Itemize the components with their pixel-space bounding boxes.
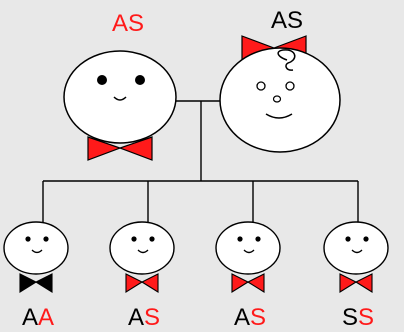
bow-tie-icon: [19, 273, 53, 293]
child-1-allele-2: A: [38, 304, 54, 331]
father-allele-2: S: [128, 10, 144, 37]
mother-node: AS: [219, 7, 341, 153]
bow-tie-icon: [231, 273, 265, 293]
child-face-icon: [3, 221, 69, 275]
child-node: AA: [3, 221, 69, 331]
child-face-icon: [109, 221, 175, 275]
child-genotype-label: AS: [128, 304, 160, 331]
child-2-allele-1: A: [128, 304, 144, 331]
child-3-allele-1: A: [234, 304, 250, 331]
child-genotype-label: SS: [342, 304, 374, 331]
child-face-icon: [323, 221, 389, 275]
mother-genotype-label: AS: [271, 7, 303, 34]
child-node: SS: [323, 221, 389, 331]
girl-face-icon: [219, 47, 341, 153]
child-2-allele-2: S: [144, 304, 160, 331]
father-node: AS: [63, 10, 177, 161]
child-node: AS: [215, 221, 281, 331]
mother-allele-1: A: [271, 7, 287, 34]
child-3-allele-2: S: [250, 304, 266, 331]
boy-face-icon: [63, 50, 177, 144]
child-1-allele-1: A: [22, 304, 38, 331]
hair-curl-icon: [277, 49, 296, 71]
mother-allele-2: S: [287, 7, 303, 34]
child-4-allele-2: S: [358, 304, 374, 331]
bow-tie-icon: [339, 273, 373, 293]
connector-lines: [42, 100, 359, 224]
child-genotype-label: AA: [22, 304, 54, 331]
bow-tie-icon: [125, 273, 159, 293]
father-genotype-label: AS: [112, 10, 144, 37]
father-allele-1: A: [112, 10, 128, 37]
bow-tie-icon: [87, 136, 153, 161]
child-4-allele-1: S: [342, 304, 358, 331]
child-face-icon: [215, 221, 281, 275]
child-genotype-label: AS: [234, 304, 266, 331]
child-node: AS: [109, 221, 175, 331]
